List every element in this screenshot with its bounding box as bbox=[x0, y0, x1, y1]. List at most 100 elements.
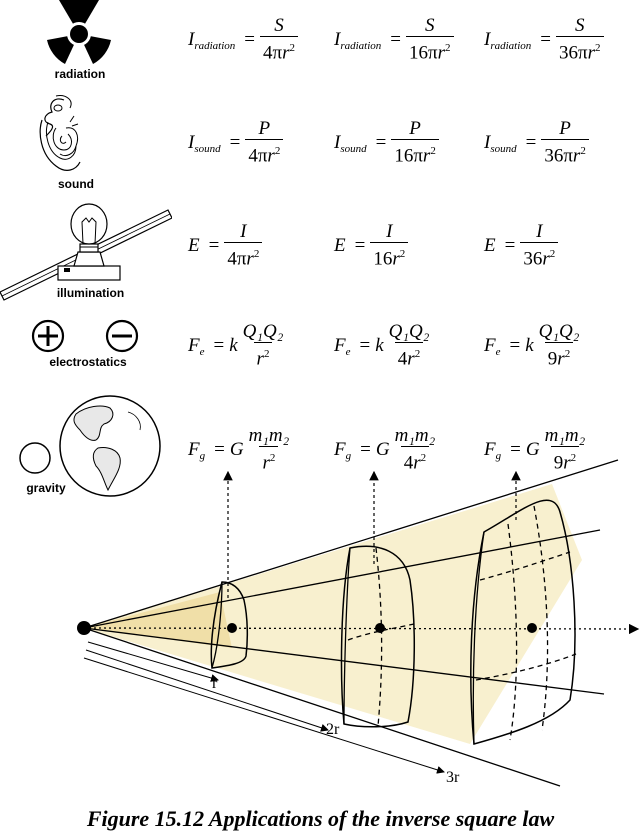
equals-sign: = bbox=[360, 439, 371, 461]
numerator: m₁m₂ bbox=[544, 425, 586, 446]
equals-sign: = bbox=[390, 29, 401, 51]
radiation-icon bbox=[47, 0, 111, 64]
formula-lhs: Iradiation bbox=[484, 28, 532, 52]
formula-lhs: E bbox=[484, 235, 496, 257]
center-dot-3r bbox=[527, 623, 537, 633]
mass-sphere-icon bbox=[19, 442, 51, 474]
denominator: 36r2 bbox=[520, 242, 559, 270]
distance-arrow-2r bbox=[85, 649, 329, 732]
formula-constant: G bbox=[375, 439, 390, 461]
denominator: 16r2 bbox=[370, 242, 409, 270]
formula-constant: k bbox=[375, 335, 384, 357]
formula-lhs: E bbox=[334, 235, 346, 257]
equals-sign: = bbox=[375, 132, 387, 154]
denominator: 4πr2 bbox=[224, 242, 263, 270]
light-bulb-icon bbox=[0, 203, 172, 301]
numerator: P bbox=[258, 118, 271, 139]
equals-sign: = bbox=[509, 335, 521, 357]
numerator: S bbox=[274, 15, 284, 36]
denominator: 9r2 bbox=[550, 446, 580, 474]
distance-label-r: r bbox=[212, 675, 218, 692]
point-source bbox=[77, 621, 91, 635]
formula-constant: k bbox=[229, 335, 238, 357]
denominator: 4πr2 bbox=[260, 36, 298, 64]
formula-lhs: Iradiation bbox=[334, 28, 382, 52]
cone-edge-upper bbox=[83, 529, 601, 629]
numerator: Q₁Q₂ bbox=[538, 321, 580, 342]
formula-lhs: Fe bbox=[484, 334, 501, 358]
equals-sign: = bbox=[208, 235, 220, 257]
denominator: 4r2 bbox=[394, 342, 424, 370]
denominator: 36πr2 bbox=[556, 36, 604, 64]
formula-lhs: Fg bbox=[188, 438, 206, 462]
distance-arrow-3r bbox=[83, 657, 445, 774]
denominator: r2 bbox=[253, 342, 273, 370]
distance-label-3r: 3r bbox=[446, 769, 460, 786]
positive-charge-icon bbox=[31, 319, 65, 353]
denominator: 4r2 bbox=[400, 446, 430, 474]
center-dot-2r bbox=[375, 623, 385, 633]
numerator: I bbox=[386, 221, 393, 242]
figure-caption: Figure 15.12 Applications of the inverse… bbox=[86, 806, 555, 831]
numerator: S bbox=[575, 15, 585, 36]
denominator: r2 bbox=[259, 446, 279, 474]
denominator: 36πr2 bbox=[541, 139, 589, 167]
numerator: P bbox=[559, 118, 571, 139]
row-label-radiation: radiation bbox=[54, 67, 106, 81]
formula-constant: G bbox=[229, 439, 244, 461]
numerator: P bbox=[409, 118, 421, 139]
numerator: m₁m₂ bbox=[394, 425, 436, 446]
center-dot-r bbox=[227, 623, 237, 633]
denominator: 9r2 bbox=[544, 342, 574, 370]
formula-constant: G bbox=[525, 439, 540, 461]
cone-edge-top bbox=[83, 459, 619, 629]
numerator: m₁m₂ bbox=[248, 425, 290, 446]
equals-sign: = bbox=[510, 439, 521, 461]
equals-sign: = bbox=[229, 132, 241, 154]
equals-sign: = bbox=[213, 335, 225, 357]
equals-sign: = bbox=[504, 235, 516, 257]
formula-constant: k bbox=[525, 335, 534, 357]
denominator: 16πr2 bbox=[391, 139, 439, 167]
row-label-sound: sound bbox=[58, 177, 94, 191]
equals-sign: = bbox=[214, 439, 225, 461]
equals-sign: = bbox=[244, 29, 255, 51]
row-label-gravity: gravity bbox=[26, 481, 66, 495]
propagation-axis bbox=[83, 623, 640, 635]
charges-icon bbox=[31, 319, 139, 353]
numerator: S bbox=[425, 15, 435, 36]
numerator: Q₁Q₂ bbox=[388, 321, 430, 342]
formula-lhs: Fg bbox=[484, 438, 502, 462]
formula-lhs: Fe bbox=[334, 334, 351, 358]
equals-sign: = bbox=[540, 29, 551, 51]
surface-r bbox=[210, 581, 249, 669]
negative-charge-icon bbox=[105, 319, 139, 353]
denominator: 4πr2 bbox=[245, 139, 284, 167]
numerator: I bbox=[536, 221, 543, 242]
cone-edge-bottom bbox=[83, 627, 561, 787]
